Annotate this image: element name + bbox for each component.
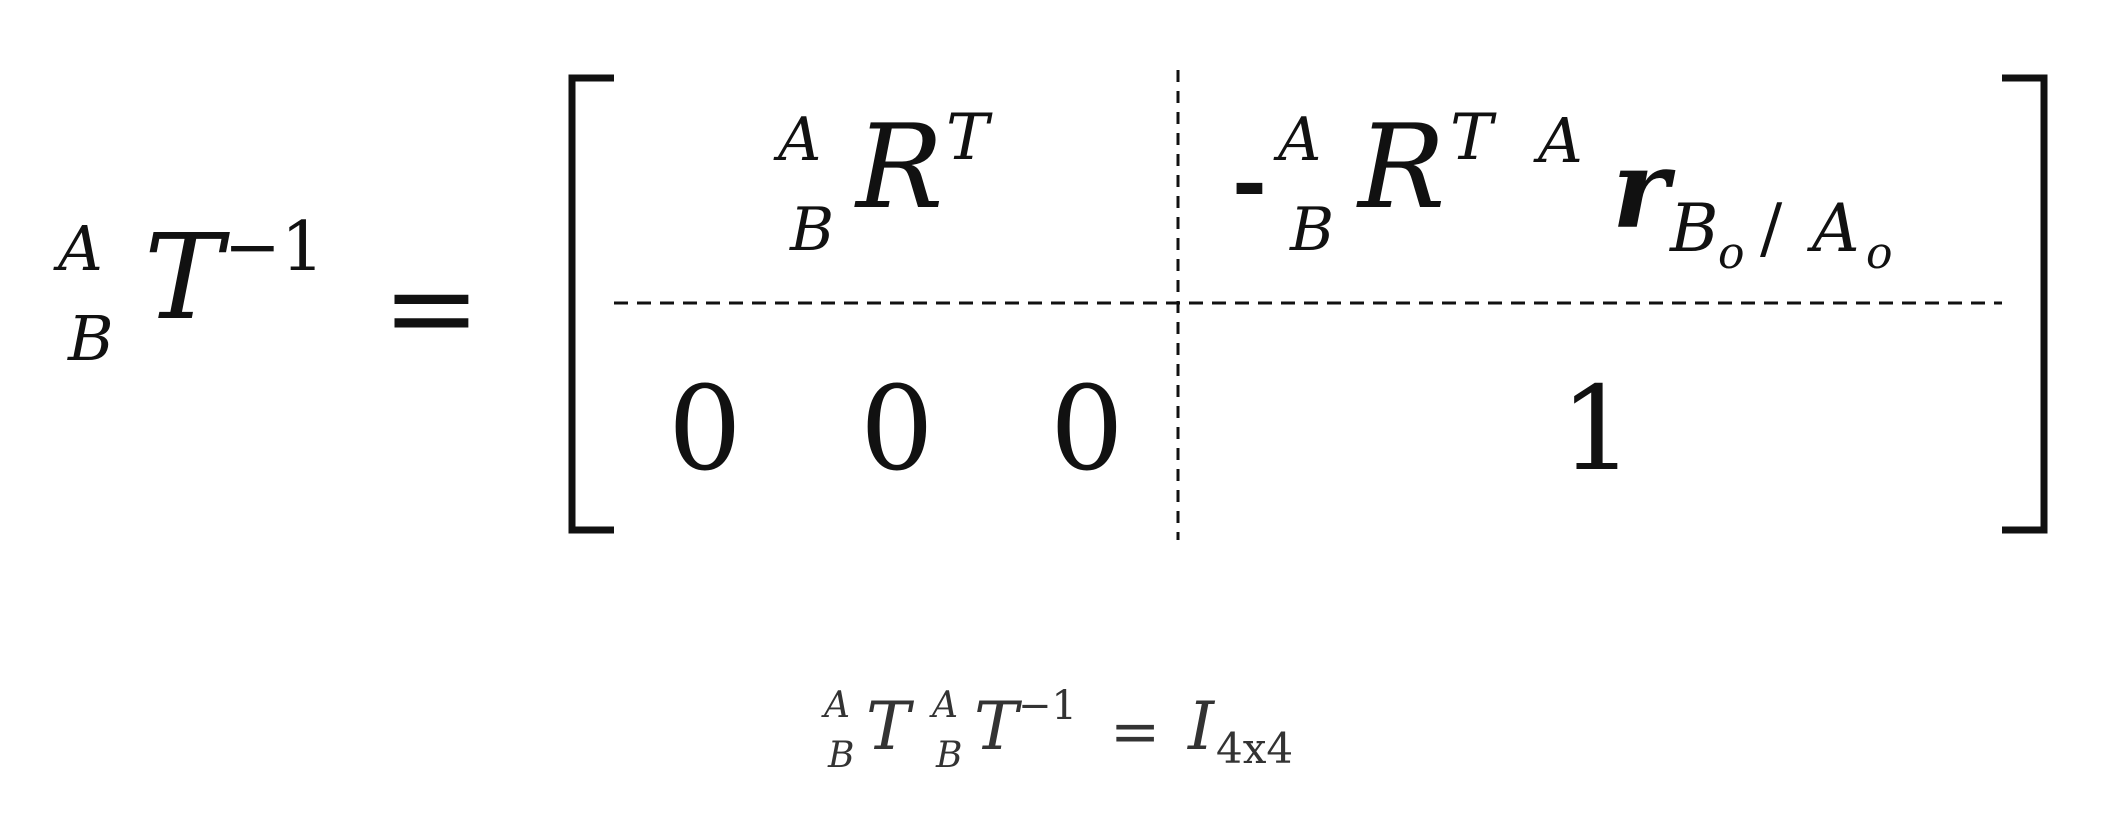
zero-entry-3: 0 <box>1050 362 1124 497</box>
rotation-symbol: R <box>856 100 944 235</box>
rotation-t-superscript: T <box>1450 101 1493 175</box>
negative-sign: - <box>1232 132 1267 231</box>
vector-sub-from: B <box>1670 190 1719 267</box>
main-equals-sign: = <box>382 238 481 376</box>
vector-sub-from-index: o <box>1718 228 1745 279</box>
rotation-t-pre-superscript: A <box>1278 105 1322 175</box>
identity-matrix-subscript: 4x4 <box>1216 724 1294 773</box>
vector-sub-to-index: o <box>1866 228 1893 279</box>
identity-t2-pre-superscript: A <box>932 685 958 726</box>
vector-sub-to: A <box>1812 190 1860 267</box>
identity-t2-superscript: −1 <box>1018 683 1077 729</box>
lhs-pre-superscript: A <box>58 212 103 285</box>
identity-t2-symbol: T <box>974 688 1019 765</box>
rotation-pre-subscript: B <box>790 195 835 265</box>
rotation-superscript: T <box>946 101 989 175</box>
identity-t1-symbol: T <box>866 688 911 765</box>
identity-t1-pre-superscript: A <box>824 685 850 726</box>
matrix-bottom-right-cell: 1 <box>1560 362 1634 497</box>
left-bracket <box>568 74 614 534</box>
rotation-t-symbol: R <box>1358 100 1446 235</box>
position-vector: r <box>1612 127 1669 253</box>
identity-t2-pre-subscript: B <box>936 735 963 776</box>
zero-entry-1: 0 <box>668 362 742 497</box>
lhs-symbol: T <box>144 208 223 346</box>
identity-matrix-symbol: I <box>1188 688 1215 765</box>
lhs-pre-subscript: B <box>68 302 114 375</box>
lhs-superscript: −1 <box>224 208 325 287</box>
rotation-t-pre-subscript: B <box>1290 195 1335 265</box>
vector-sub-slash: / <box>1760 190 1783 267</box>
identity-t1-pre-subscript: B <box>828 735 855 776</box>
rotation-pre-superscript: A <box>778 105 822 175</box>
identity-equals-sign: = <box>1110 697 1161 767</box>
frame-pre-superscript: A <box>1538 104 1583 177</box>
zero-entry-2: 0 <box>860 362 934 497</box>
right-bracket <box>2002 74 2048 534</box>
